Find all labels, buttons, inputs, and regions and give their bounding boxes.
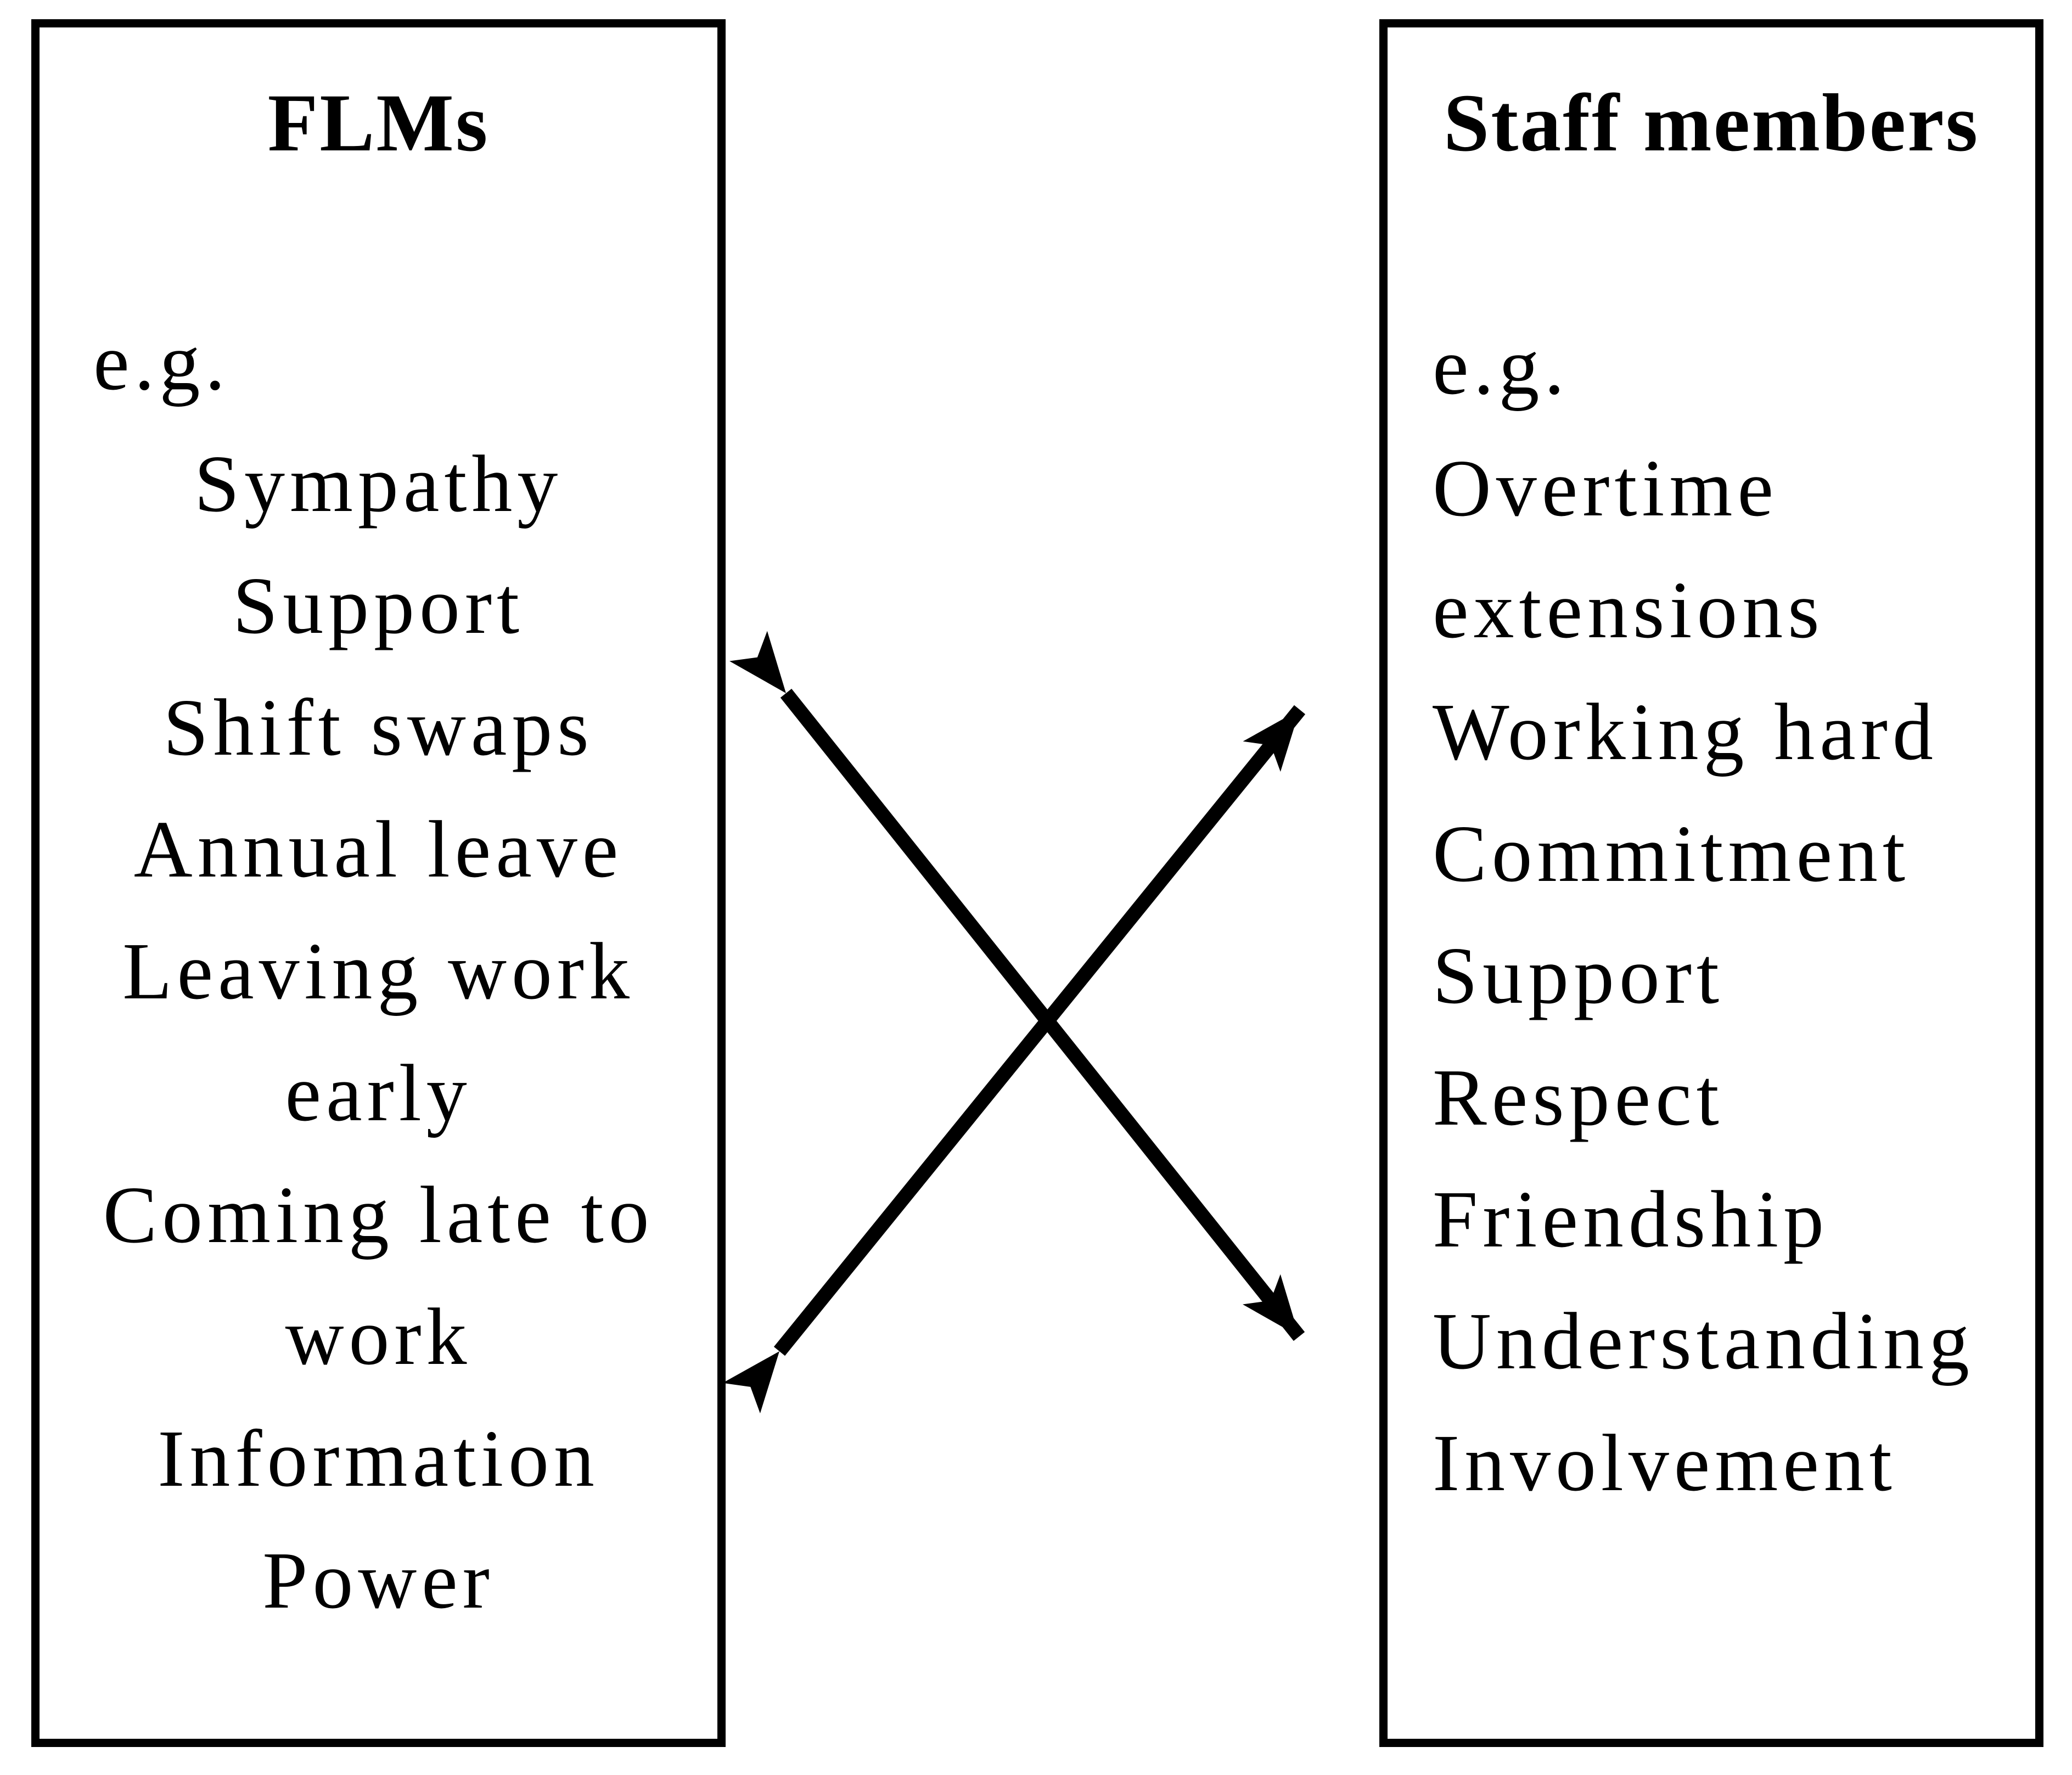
staff-list-item: Working hard — [1433, 687, 1938, 777]
flms-list-item: Sympathy — [194, 439, 563, 529]
staff-members-box: Staff members e.g. Overtime extensions W… — [1379, 19, 2043, 1747]
staff-list-item: Commitment — [1433, 809, 1910, 899]
staff-list-item: Support — [1433, 931, 1724, 1021]
staff-list-item: extensions — [1433, 565, 1824, 655]
double-arrow-icon — [722, 705, 1306, 1414]
staff-list-item: Respect — [1433, 1053, 1724, 1143]
flms-list-item: Coming late to — [103, 1170, 654, 1260]
staff-list-item: Understanding — [1433, 1296, 1974, 1386]
flms-list-item: Shift swaps — [163, 683, 594, 773]
flms-eg-label: e.g. — [93, 317, 231, 407]
flms-list-item: work — [285, 1292, 472, 1382]
staff-eg-label: e.g. — [1433, 322, 1570, 412]
flms-list: e.g. Sympathy Support Shift swaps Annual… — [40, 301, 717, 1642]
flms-box-title: FLMs — [267, 77, 490, 168]
flms-list-item: Annual leave — [133, 805, 624, 895]
flms-list-item: Power — [262, 1536, 495, 1626]
flms-list-item: early — [285, 1048, 472, 1138]
staff-list-item: Overtime — [1433, 443, 1778, 533]
staff-members-list: e.g. Overtime extensions Working hard Co… — [1388, 306, 2035, 1524]
staff-members-box-title: Staff members — [1443, 77, 1980, 168]
flms-list-item: Information — [158, 1414, 599, 1504]
staff-list-item: Friendship — [1433, 1175, 1829, 1265]
flms-list-item: Leaving work — [122, 926, 634, 1016]
flms-box: FLMs e.g. Sympathy Support Shift swaps A… — [31, 19, 726, 1747]
staff-list-item: Involvement — [1433, 1418, 1897, 1508]
flms-list-item: Support — [233, 561, 524, 651]
